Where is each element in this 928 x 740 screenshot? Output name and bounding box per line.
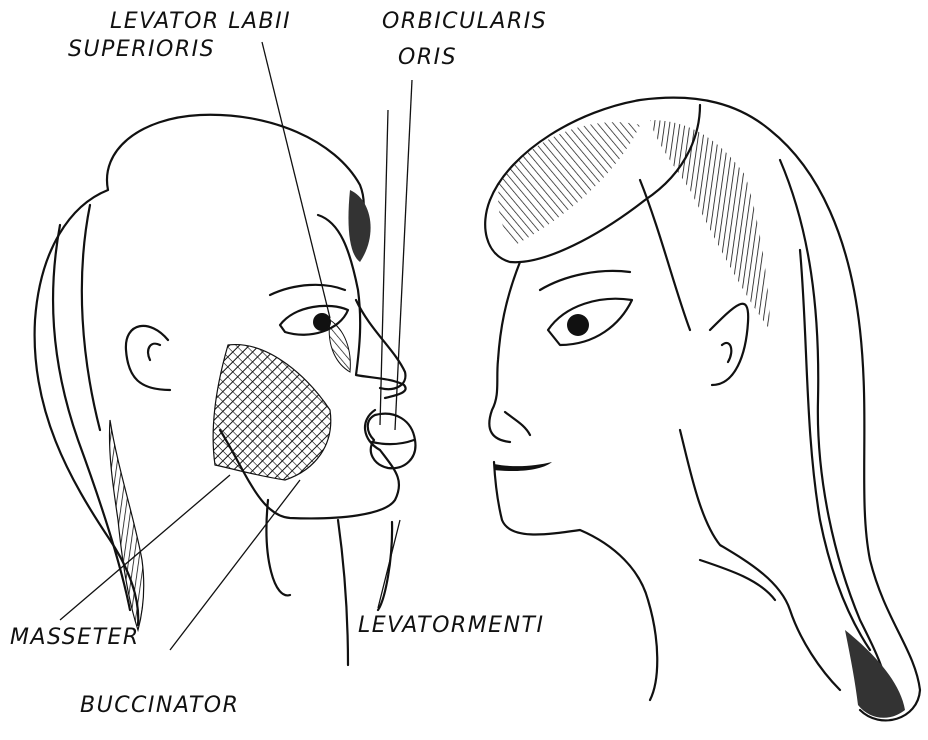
right-head-figure <box>485 98 920 721</box>
temple-shading <box>348 190 370 262</box>
left-hair <box>35 115 364 625</box>
label-buccinator: BUCCINATOR <box>80 693 239 718</box>
label-orbicularis-oris: ORIS <box>398 45 457 70</box>
label-orbicularis: ORBICULARIS <box>382 9 547 34</box>
label-levator-menti: LEVATORMENTI <box>358 613 544 638</box>
right-ear <box>710 304 748 385</box>
label-masseter: MASSETER <box>10 625 140 650</box>
left-ear <box>126 326 170 390</box>
right-eye <box>548 299 632 345</box>
right-hair-hatching <box>498 122 640 245</box>
levator-labii-shading <box>329 320 350 372</box>
label-levator-labii-superioris: SUPERIORIS <box>68 37 215 62</box>
right-mouth <box>494 462 552 471</box>
left-head-figure <box>35 115 416 665</box>
buccinator-shading <box>213 345 331 480</box>
label-levator-labii: LEVATOR LABII <box>110 9 291 34</box>
left-lips <box>368 414 416 468</box>
